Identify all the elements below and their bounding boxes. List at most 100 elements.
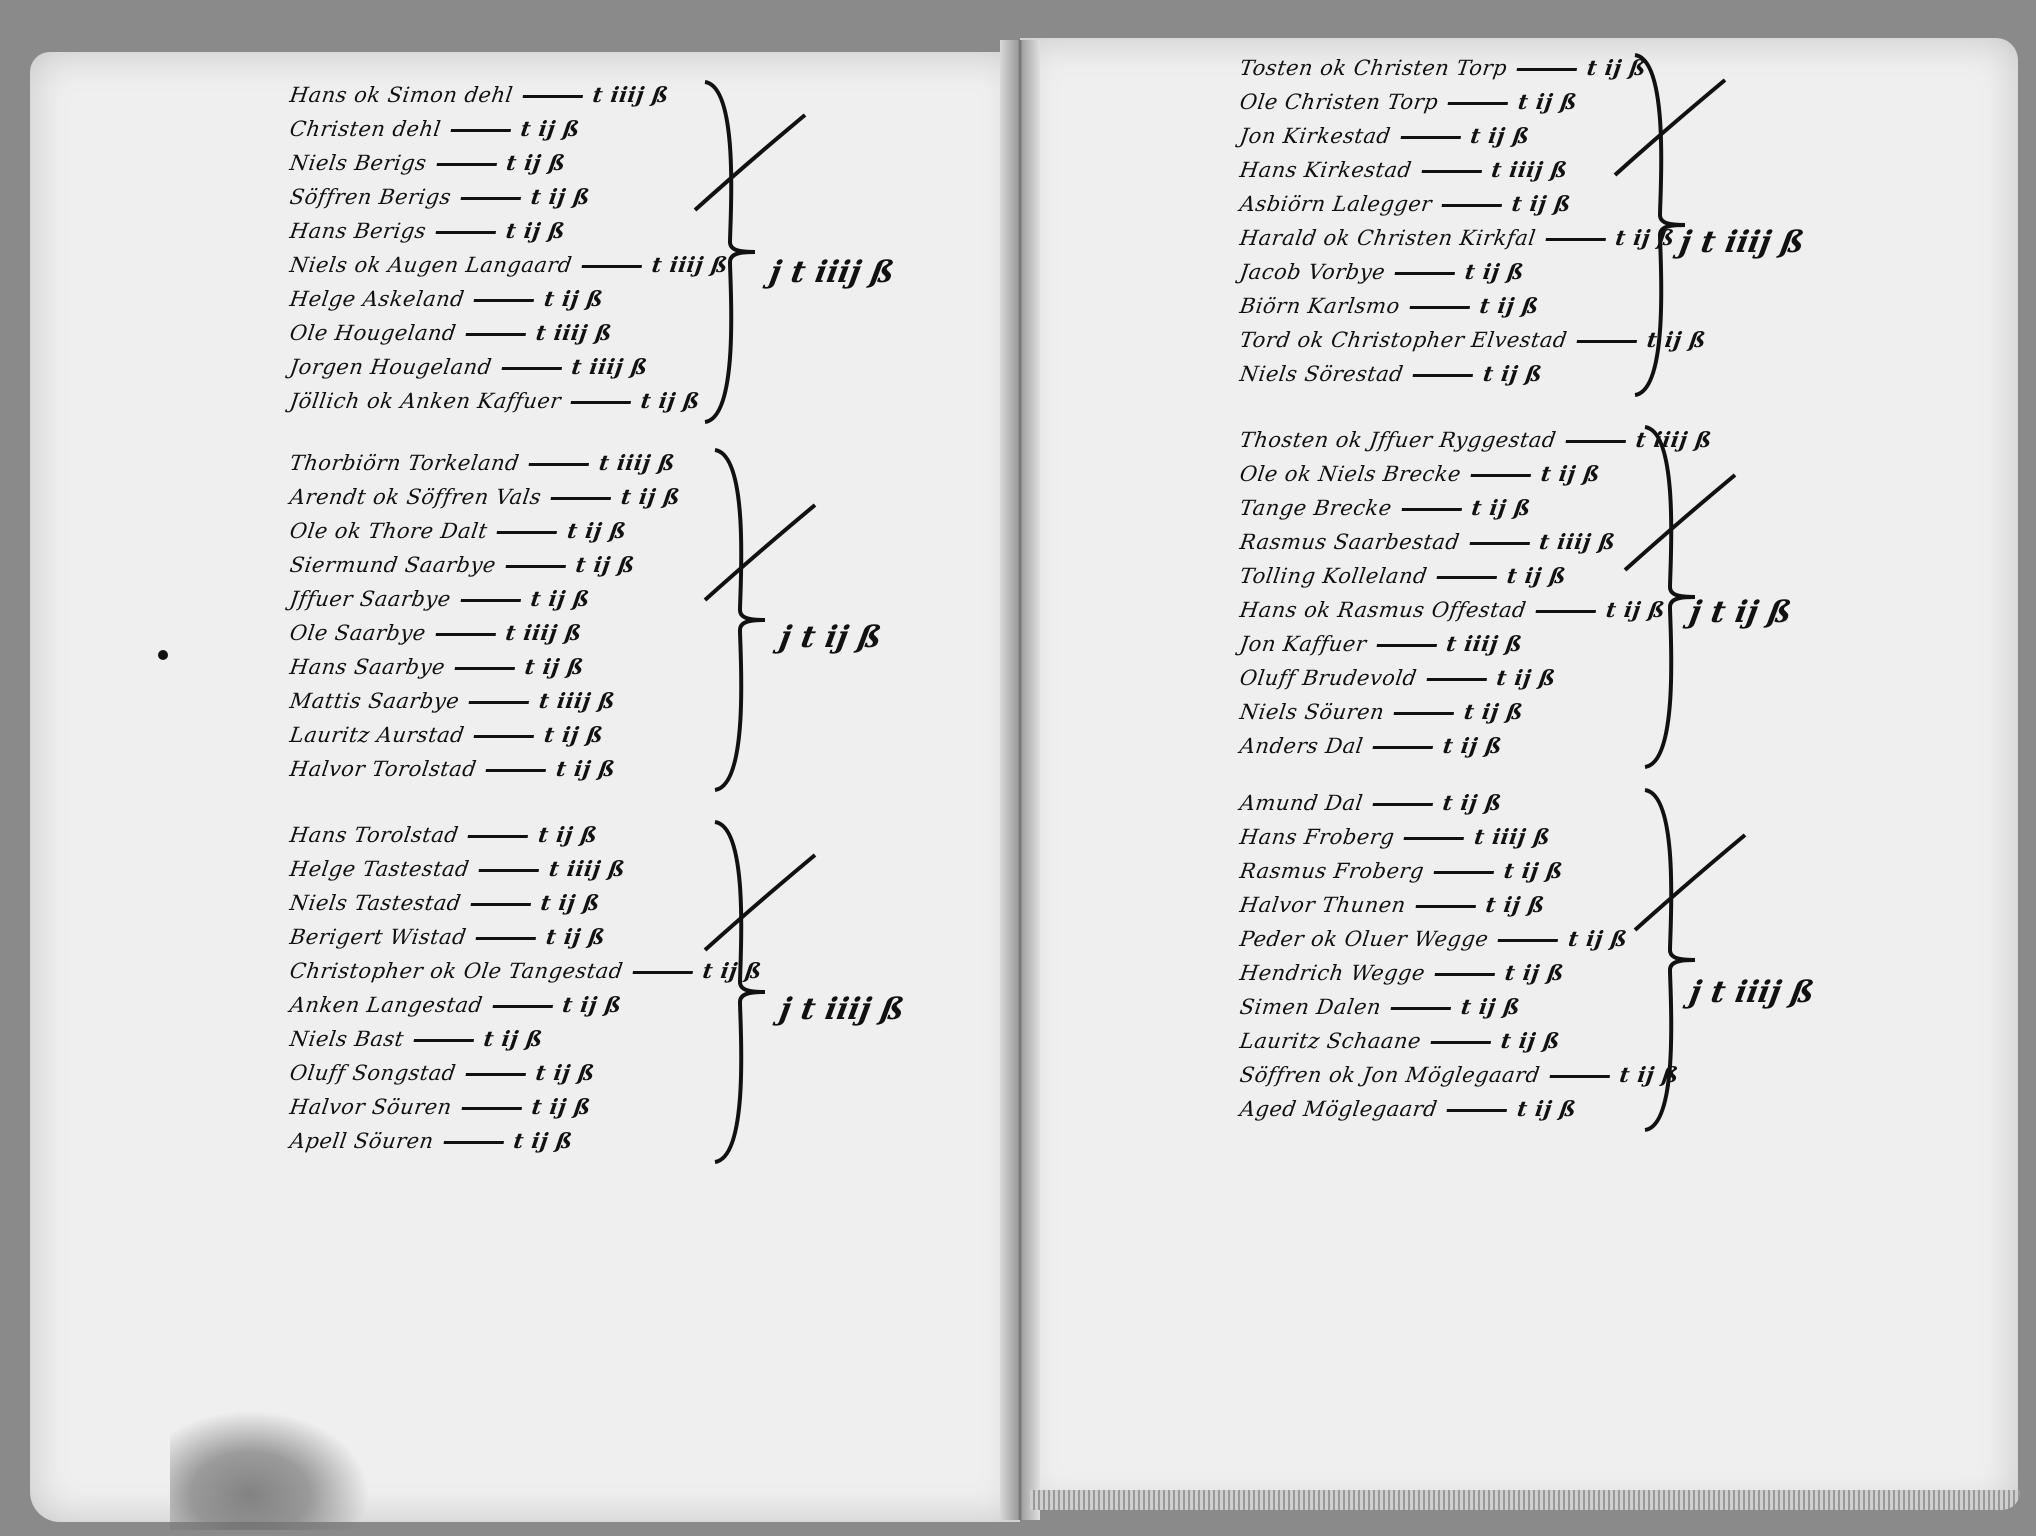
tick-stroke — [703, 503, 817, 602]
entry-dash — [470, 903, 531, 906]
entry-dash — [1434, 973, 1496, 976]
entry-dash — [461, 1107, 522, 1110]
entry-amount: t ij ß — [512, 1128, 575, 1153]
ledger-entry: Oluff Brudevold t ij ß — [1238, 665, 1557, 691]
entry-amount: t ij ß — [1503, 960, 1566, 985]
entry-dash — [460, 197, 522, 200]
entry-name: Halvor Thunen — [1238, 893, 1408, 917]
entry-name: Simen Dalen — [1238, 995, 1383, 1019]
entry-dash — [501, 367, 562, 370]
entry-amount: t ij ß — [482, 1026, 545, 1051]
entry-name: Hans Kirkestad — [1238, 158, 1414, 182]
entry-dash — [522, 95, 583, 98]
entry-amount: t ij ß — [1478, 293, 1541, 318]
entry-dash — [1421, 170, 1482, 173]
entry-name: Ole Saarbye — [288, 621, 428, 645]
entry-name: Mattis Saarbye — [288, 689, 461, 713]
tick-stroke — [1633, 833, 1747, 932]
entry-name: Jffuer Saarbye — [288, 587, 453, 611]
entry-name: Halvor Torolstad — [288, 757, 479, 781]
entry-name: Aged Möglegaard — [1238, 1097, 1440, 1121]
ledger-entry: Halvor Torolstad t ij ß — [288, 756, 617, 782]
entry-amount: t iiij ß — [1444, 631, 1525, 656]
entry-dash — [505, 565, 566, 568]
entry-name: Lauritz Aurstad — [288, 723, 467, 747]
entry-name: Oluff Brudevold — [1238, 666, 1419, 690]
entry-name: Helge Askeland — [288, 287, 466, 311]
entry-dash — [1400, 136, 1461, 139]
entry-name: Niels Tastestad — [288, 891, 463, 915]
ledger-entry: Halvor Thunen t ij ß — [1238, 892, 1546, 918]
entry-name: Ole ok Niels Brecke — [1238, 462, 1463, 486]
entry-name: Biörn Karlsmo — [1238, 294, 1402, 318]
entry-amount: t ij ß — [1566, 926, 1630, 951]
entry-amount: t ij ß — [504, 218, 567, 243]
entry-name: Helge Tastestad — [288, 857, 471, 881]
entry-amount: t ij ß — [1481, 361, 1545, 386]
entry-name: Jon Kaffuer — [1238, 632, 1369, 656]
group-brace — [1644, 425, 1696, 769]
entry-dash — [497, 531, 558, 534]
entry-amount: t ij ß — [1499, 1028, 1562, 1053]
entry-dash — [1401, 508, 1462, 511]
ledger-entry: Peder ok Oluer Wegge t ij ß — [1238, 926, 1629, 952]
entry-name: Tolling Kolleland — [1238, 564, 1429, 588]
entry-amount: t iiij ß — [597, 450, 677, 475]
group-total: j t iiij ß — [1676, 225, 1807, 260]
left-page — [30, 52, 1020, 1522]
entry-amount: t ij ß — [1484, 892, 1547, 917]
entry-dash — [1404, 837, 1465, 840]
entry-amount: t ij ß — [574, 552, 637, 577]
entry-dash — [1409, 306, 1470, 309]
ledger-entry: Jon Kaffuer t iiij ß — [1238, 631, 1524, 657]
entry-dash — [1576, 340, 1638, 343]
entry-name: Harald ok Christen Kirkfal — [1238, 226, 1538, 250]
entry-name: Jacob Vorbye — [1238, 260, 1387, 284]
entry-dash — [1394, 272, 1456, 275]
entry-amount: t ij ß — [1510, 191, 1573, 216]
entry-name: Anders Dal — [1238, 734, 1365, 758]
entry-amount: t iiij ß — [591, 82, 671, 107]
entry-name: Niels Sörestad — [1238, 362, 1406, 386]
entry-dash — [581, 265, 642, 268]
entry-dash — [1469, 542, 1530, 545]
entry-amount: t ij ß — [1495, 665, 1558, 690]
entry-amount: t iiij ß — [1489, 157, 1570, 182]
entry-amount: t ij ß — [529, 184, 592, 209]
entry-amount: t iiij ß — [504, 620, 584, 645]
entry-name: Berigert Wistad — [288, 925, 468, 949]
entry-amount: t ij ß — [554, 756, 618, 781]
group-total: j t ij ß — [1686, 595, 1795, 630]
entry-name: Peder ok Oluer Wegge — [1238, 927, 1491, 951]
tick-stroke — [693, 113, 807, 212]
entry-amount: t iiij ß — [1472, 824, 1553, 849]
group-total: j t iiij ß — [766, 255, 897, 290]
entry-dash — [1390, 1007, 1452, 1010]
entry-name: Christopher ok Ole Tangestad — [288, 959, 625, 983]
entry-dash — [473, 299, 535, 302]
entry-amount: t ij ß — [1462, 699, 1525, 724]
entry-name: Rasmus Froberg — [1238, 859, 1426, 883]
entry-dash — [1516, 68, 1578, 71]
entry-name: Tosten ok Christen Torp — [1238, 56, 1509, 80]
